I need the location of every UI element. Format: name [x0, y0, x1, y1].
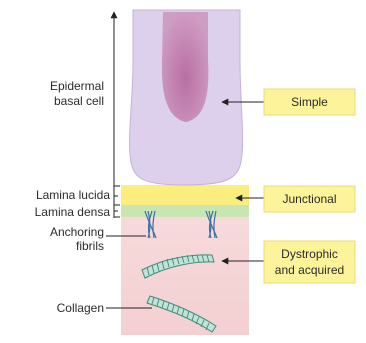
box-dystrophic-text-line2: and acquired: [275, 263, 344, 277]
label-epidermal-line1: Epidermal: [50, 79, 104, 93]
nucleus: [162, 12, 209, 122]
label-epidermal-line2: basal cell: [54, 94, 104, 108]
box-simple-text: Simple: [291, 95, 328, 109]
box-dystrophic-text-line1: Dystrophic: [281, 247, 338, 261]
label-anchoring-line2: fibrils: [76, 239, 104, 253]
scale-brackets: [114, 186, 120, 217]
label-lamina-densa: Lamina densa: [35, 205, 111, 219]
label-collagen: Collagen: [57, 301, 104, 315]
label-lamina-lucida: Lamina lucida: [36, 188, 110, 202]
box-junctional-text: Junctional: [282, 192, 336, 206]
box-simple: Simple: [264, 89, 355, 115]
lamina-lucida-band: [121, 185, 249, 205]
box-junctional: Junctional: [264, 186, 355, 212]
label-anchoring-line1: Anchoring: [50, 225, 104, 239]
box-dystrophic: Dystrophic and acquired: [264, 241, 355, 283]
lamina-densa-band: [121, 205, 249, 217]
